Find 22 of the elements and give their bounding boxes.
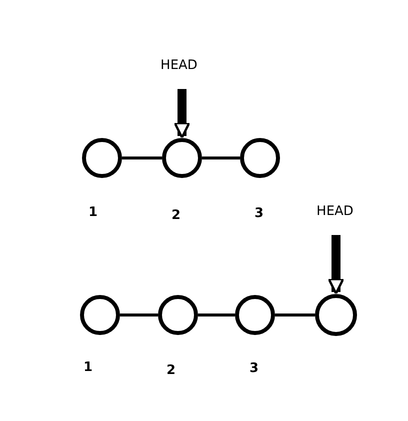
node-number: 1 (83, 361, 93, 374)
connector-line (202, 156, 240, 160)
list-node-circle (82, 138, 122, 178)
node-number: 2 (171, 209, 181, 222)
list-node-circle (162, 138, 202, 178)
list-node-circle (235, 295, 275, 335)
connector-line (120, 314, 158, 316)
list-node-circle (80, 295, 120, 335)
list-node-circle (240, 138, 280, 178)
node-number: 3 (249, 362, 259, 375)
list-node-circle (158, 295, 198, 335)
connector-line (275, 314, 315, 316)
connector-line (122, 156, 162, 160)
node-number: 3 (254, 207, 264, 220)
arrow (174, 89, 190, 139)
node-number: 2 (166, 364, 176, 377)
list-node-circle (315, 294, 357, 336)
node-number: 1 (88, 206, 98, 219)
arrow (328, 235, 344, 295)
pointer-label: HEAD (160, 58, 198, 72)
connector-line (198, 314, 235, 316)
pointer-label: HEAD (316, 204, 354, 218)
